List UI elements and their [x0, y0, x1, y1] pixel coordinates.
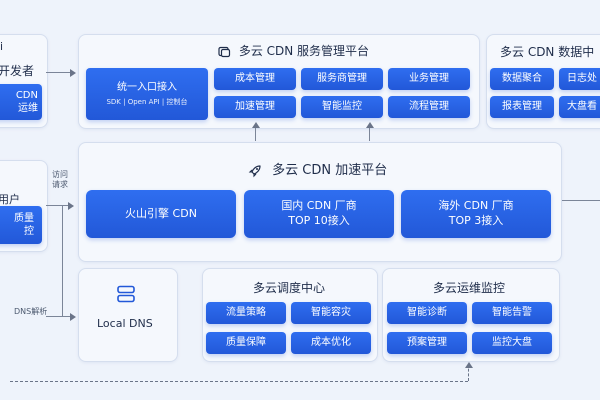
feedback-arrow	[464, 362, 473, 368]
ops-btn-alert[interactable]: 智能告警	[472, 302, 552, 324]
data-btn-report[interactable]: 报表管理	[490, 96, 554, 118]
data-btn-log[interactable]: 日志处	[559, 68, 600, 90]
window-icon	[218, 46, 231, 57]
accel-card-domestic-line1: 国内 CDN 厂商	[281, 199, 357, 213]
user-to-accel-line	[46, 205, 68, 207]
accel-right-line	[562, 200, 600, 202]
dns-vertical-line	[62, 205, 64, 317]
unified-entry-label: 统一入口接入	[117, 81, 177, 93]
data-btn-aggregate[interactable]: 数据聚合	[490, 68, 554, 90]
mgmt-btn-monitor[interactable]: 智能监控	[301, 96, 383, 118]
accel-card-overseas-line2: TOP 3接入	[448, 214, 504, 227]
developer-title: 开发者	[0, 64, 35, 78]
dns-resolve-label: DNS解析	[14, 307, 48, 316]
unified-entry-sub: SDK | Open API | 控制台	[106, 98, 188, 107]
dns-horizontal-line	[46, 316, 70, 318]
local-dns-panel	[78, 268, 178, 362]
access-request-label: 访问 请求	[52, 170, 68, 190]
sched-center-title: 多云调度中心	[253, 281, 326, 295]
ops-btn-diagnose[interactable]: 智能诊断	[387, 302, 467, 324]
data-center-title: 多云 CDN 数据中	[500, 45, 595, 59]
data-btn-dashboard[interactable]: 大盘看	[559, 96, 600, 118]
dns-arrow	[70, 312, 76, 321]
user-to-accel-arrow	[68, 201, 74, 210]
server-icon	[117, 285, 135, 303]
sched-btn-quality[interactable]: 质量保障	[206, 332, 286, 354]
cdn-ops-line1: CDN	[15, 89, 38, 101]
mgmt-btn-process[interactable]: 流程管理	[388, 96, 470, 118]
sched-btn-traffic[interactable]: 流量策略	[206, 302, 286, 324]
mgmt-btn-cost[interactable]: 成本管理	[214, 68, 296, 90]
mgmt-btn-accel[interactable]: 加速管理	[214, 96, 296, 118]
ops-monitor-title: 多云运维监控	[433, 281, 506, 295]
mgmt-btn-provider[interactable]: 服务商管理	[301, 68, 383, 90]
accel-card-volcano-line1: 火山引擎 CDN	[125, 206, 197, 220]
access-label-line1: 访问	[52, 170, 68, 179]
feedback-dashed-riser	[468, 364, 469, 381]
ops-btn-dashboard[interactable]: 监控大盘	[472, 332, 552, 354]
quality-line2: 控	[24, 226, 34, 237]
dev-to-mgmt-arrow	[70, 68, 76, 77]
accel-card-overseas[interactable]: 海外 CDN 厂商 TOP 3接入	[401, 190, 551, 238]
accel-card-volcano[interactable]: 火山引擎 CDN	[86, 190, 236, 238]
rocket-icon	[248, 164, 261, 177]
developer-title-char: i	[0, 40, 4, 53]
cdn-ops-card[interactable]: CDN 运维	[0, 84, 42, 120]
mgmt-accel-arrow-2	[365, 122, 374, 128]
mgmt-title-text: 多云 CDN 服务管理平台	[238, 44, 370, 58]
accel-card-domestic[interactable]: 国内 CDN 厂商 TOP 10接入	[244, 190, 394, 238]
mgmt-btn-business[interactable]: 业务管理	[388, 68, 470, 90]
local-dns-label: Local DNS	[97, 317, 153, 330]
accel-card-domestic-line2: TOP 10接入	[288, 214, 350, 227]
sched-btn-disaster[interactable]: 智能容灾	[291, 302, 371, 324]
feedback-dashed-line	[10, 381, 468, 382]
cdn-ops-line2: 运维	[18, 103, 38, 114]
mgmt-platform-title: 多云 CDN 服务管理平台	[218, 42, 369, 59]
dev-to-mgmt-line	[46, 72, 70, 74]
accel-title-text: 多云 CDN 加速平台	[272, 163, 388, 178]
unified-entry-card[interactable]: 统一入口接入 SDK | Open API | 控制台	[86, 68, 208, 120]
sched-btn-cost[interactable]: 成本优化	[291, 332, 371, 354]
mgmt-accel-arrow-1	[251, 122, 260, 128]
mgmt-accel-line-1	[255, 125, 257, 141]
mgmt-accel-line-2	[369, 125, 371, 141]
access-label-line2: 请求	[52, 180, 68, 189]
accel-card-overseas-line1: 海外 CDN 厂商	[438, 199, 514, 213]
accel-platform-title: 多云 CDN 加速平台	[248, 159, 387, 178]
quality-card[interactable]: 质量 控	[0, 206, 42, 244]
quality-line1: 质量	[14, 212, 34, 224]
user-title: 用户	[0, 193, 20, 206]
ops-btn-plan[interactable]: 预案管理	[387, 332, 467, 354]
